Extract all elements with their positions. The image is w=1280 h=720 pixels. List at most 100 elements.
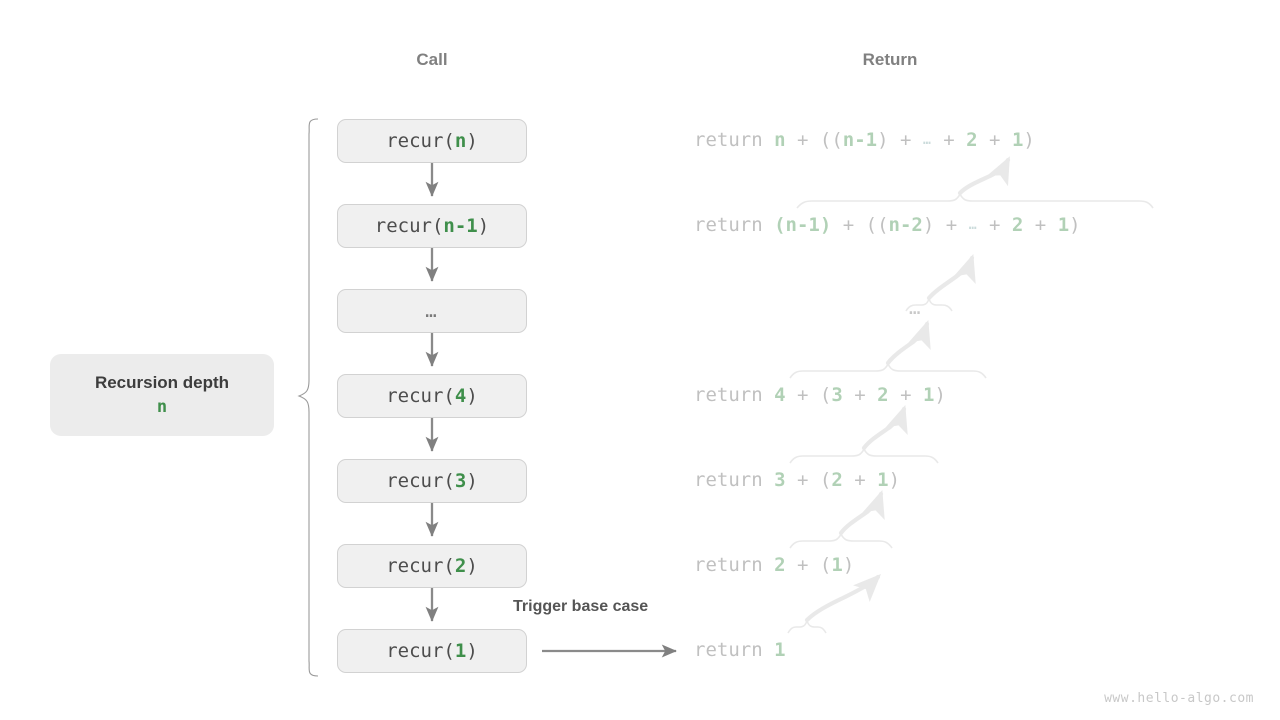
- return-token-punct: +: [1034, 214, 1047, 236]
- brace-row-3: [789, 447, 939, 464]
- return-token-punct: +: [943, 129, 955, 151]
- return-row-4: return 4 + (3 + 2 + 1): [694, 386, 946, 405]
- return-keyword: return: [694, 554, 763, 576]
- return-token-punct: +: [797, 129, 809, 151]
- return-token-num: 2: [966, 129, 978, 151]
- return-token-num: 1: [877, 469, 889, 491]
- call-argument: 3: [454, 470, 467, 492]
- return-row-n: return n + ((n-1) + … + 2 + 1): [694, 131, 1035, 150]
- return-row-3: return 3 + (2 + 1): [694, 471, 900, 490]
- return-token-punct: ((: [865, 214, 889, 236]
- brace-row-4: [789, 362, 987, 379]
- call-prefix: recur(: [374, 215, 444, 237]
- call-argument: 1: [454, 640, 467, 662]
- call-suffix: ): [466, 130, 478, 152]
- return-token-punct: (: [819, 554, 832, 576]
- return-token-num: 1: [1011, 129, 1024, 151]
- return-token-num: 1: [922, 384, 935, 406]
- return-keyword: return: [694, 469, 763, 491]
- call-box-3: recur(3): [337, 459, 527, 503]
- brace-row-n-1: [796, 192, 1154, 209]
- return-token-dots: …: [968, 218, 978, 233]
- call-argument: n-1: [443, 215, 478, 237]
- return-keyword: return: [694, 639, 763, 661]
- call-box-ellipsis-text: …: [425, 300, 439, 322]
- return-token-num: 3: [774, 469, 786, 491]
- return-token-num: 2: [774, 554, 786, 576]
- arrow-ellipsis-to-row-n-1: [926, 254, 976, 301]
- return-ellipsis: …: [909, 297, 923, 319]
- return-token-dots: …: [922, 133, 932, 148]
- return-token-punct: ): [922, 214, 935, 236]
- return-row-n-1: return (n-1) + ((n-2) + … + 2 + 1): [694, 216, 1081, 235]
- return-token-num: n-1: [842, 129, 878, 151]
- call-suffix: ): [466, 385, 478, 407]
- return-token-punct: +: [945, 214, 958, 236]
- call-box-n: recur(n): [337, 119, 527, 163]
- return-token-punct: +: [988, 214, 1001, 236]
- call-box-n-1: recur(n-1): [337, 204, 527, 248]
- arrow-row-1-to-row-2: [804, 574, 881, 623]
- column-header-call: Call: [416, 50, 448, 69]
- return-token-punct: +: [797, 469, 809, 491]
- call-prefix: recur(: [386, 385, 455, 407]
- call-box-4: recur(4): [337, 374, 527, 418]
- return-token-punct: (: [819, 384, 832, 406]
- return-token-punct: +: [842, 214, 855, 236]
- brace-row-1: [787, 618, 827, 634]
- call-box-dots: …: [337, 289, 527, 333]
- call-prefix: recur(: [386, 640, 455, 662]
- return-token-punct: ): [1023, 129, 1035, 151]
- return-token-num: 2: [877, 384, 889, 406]
- return-token-num: 4: [774, 384, 786, 406]
- call-suffix: ): [466, 470, 478, 492]
- call-argument: 2: [454, 555, 467, 577]
- return-token-num: 2: [1011, 214, 1024, 236]
- return-token-punct: +: [854, 384, 866, 406]
- return-row-2: return 2 + (1): [694, 556, 854, 575]
- return-row-1: return 1: [694, 641, 786, 660]
- call-suffix: ): [477, 215, 490, 237]
- return-token-punct: ): [934, 384, 946, 406]
- arrow-row-n-1-to-n: [957, 156, 1011, 196]
- call-suffix: ): [466, 640, 478, 662]
- return-keyword: return: [694, 129, 763, 151]
- return-keyword: return: [694, 214, 763, 236]
- arrow-row-2-to-row-3: [838, 490, 885, 536]
- return-token-num: 1: [774, 639, 786, 661]
- return-token-punct: +: [900, 129, 912, 151]
- return-keyword: return: [694, 384, 763, 406]
- call-prefix: recur(: [386, 555, 455, 577]
- call-prefix: recur(: [386, 470, 455, 492]
- return-token-punct: ): [1069, 214, 1081, 236]
- call-argument: n: [454, 130, 467, 152]
- call-box-1: recur(1): [337, 629, 527, 673]
- return-token-punct: ): [877, 129, 889, 151]
- return-token-punct: +: [854, 469, 866, 491]
- recursion-depth-badge: Recursion depth n: [50, 354, 274, 436]
- brace-row-2: [789, 532, 893, 549]
- return-token-num: 2: [831, 469, 843, 491]
- return-token-punct: ): [888, 469, 901, 491]
- call-box-2: recur(2): [337, 544, 527, 588]
- return-token-num: 1: [831, 554, 843, 576]
- recursion-depth-title: Recursion depth: [94, 373, 230, 392]
- arrow-row-3-to-row-4: [861, 405, 908, 451]
- return-token-num: n-2: [888, 214, 923, 236]
- call-argument: 4: [454, 385, 467, 407]
- return-token-num: n: [774, 129, 786, 151]
- recursion-depth-value: n: [156, 397, 168, 417]
- return-token-punct: +: [797, 554, 809, 576]
- arrow-row-4-to-ellipsis: [885, 320, 931, 366]
- return-token-punct: +: [797, 384, 809, 406]
- return-token-num: 3: [831, 384, 843, 406]
- trigger-base-case-label: Trigger base case: [513, 598, 649, 615]
- return-token-punct: ): [842, 554, 855, 576]
- return-token-num: 1: [1057, 214, 1070, 236]
- return-token-punct: +: [989, 129, 1001, 151]
- return-token-num: (n-1): [774, 214, 832, 236]
- recursion-depth-brace: [297, 118, 319, 677]
- return-token-punct: +: [900, 384, 912, 406]
- return-token-punct: (: [819, 469, 832, 491]
